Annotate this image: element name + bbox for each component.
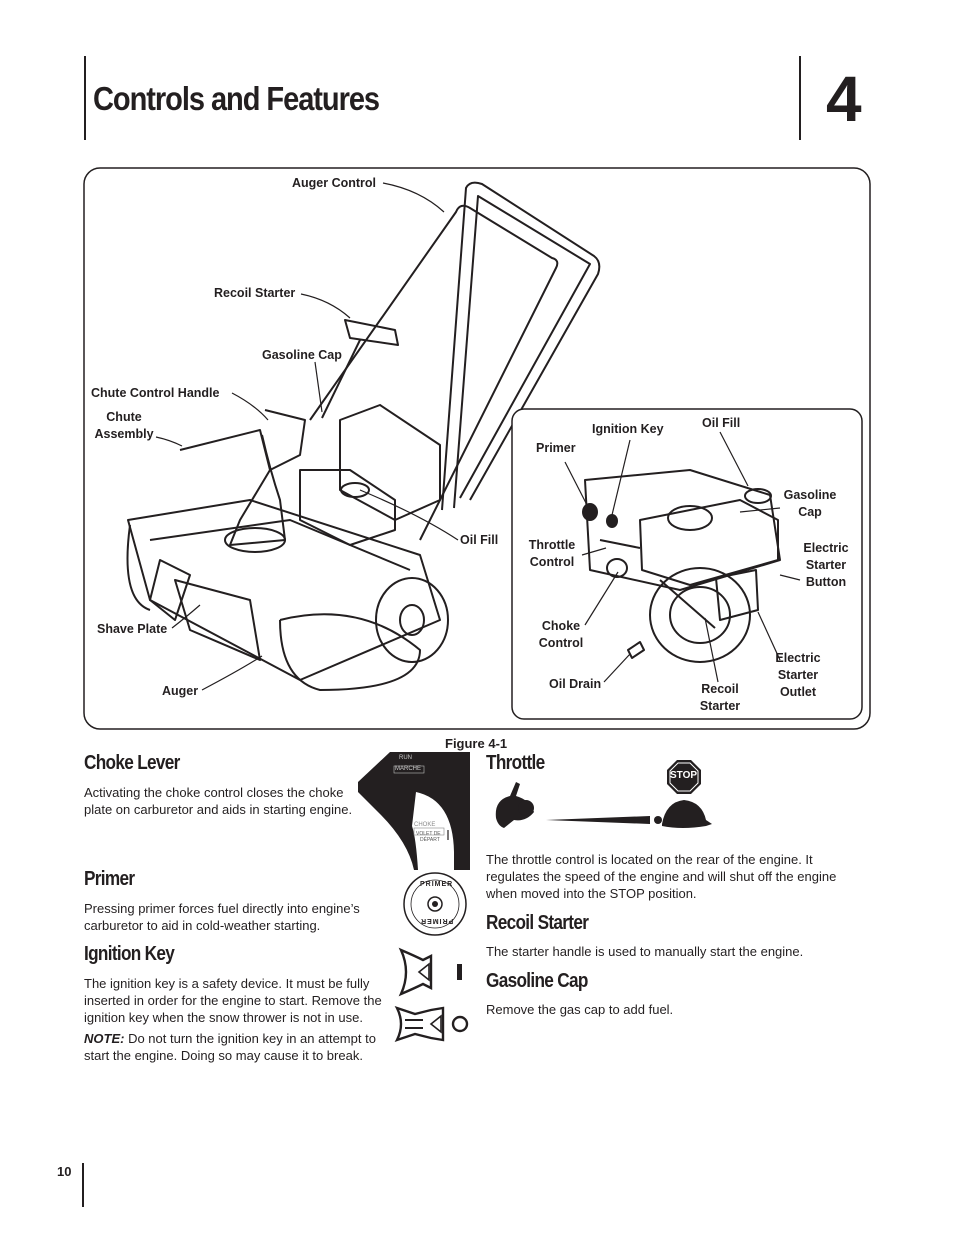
choke-lever-heading: Choke Lever [84,752,180,774]
page-number: 10 [57,1164,72,1179]
footer-rule [82,1163,84,1207]
choke-lever-body: Activating the choke control closes the … [84,785,353,817]
stop-sign-label: STOP [670,770,698,781]
inset-label-electric-starter-outlet-line1: Electric [775,651,821,665]
label-gasoline-cap: Gasoline Cap [262,348,342,362]
inset-label-electric-starter-button-line3: Button [805,575,847,589]
throttle-body: The throttle control is located on the r… [486,852,837,901]
stop-sign-icon [667,760,701,794]
primer-body: Pressing primer forces fuel directly int… [84,901,360,933]
inset-label-oil-fill: Oil Fill [702,416,741,430]
figure-caption: Figure 4-1 [445,736,508,751]
inset-label-electric-starter-button-line1: Electric [803,541,849,555]
choke-decal-depart: DÉPART [420,837,440,843]
primer-bulb-icon [403,872,467,936]
inset-label-recoil-starter-line2: Starter [699,699,741,713]
recoil-starter-body: The starter handle is used to manually s… [486,944,804,959]
choke-decal-marche: MARCHE [395,766,422,772]
choke-decal: RUN MARCHE CHOKE VOLET DE DÉPART [358,752,470,870]
ignition-key-heading: Ignition Key [84,943,175,965]
inset-label-electric-starter-button-line2: Starter [805,558,847,572]
inset-label-throttle-control-line1: Throttle [528,538,576,552]
label-shave-plate: Shave Plate [97,622,168,636]
choke-decal-icon [358,752,470,870]
section-recoil-starter: Recoil Starter The starter handle is use… [486,912,854,960]
section-primer: Primer Pressing primer forces fuel direc… [84,868,384,934]
page-title: Controls and Features [93,80,380,117]
inset-label-recoil-starter-line1: Recoil [701,682,739,696]
primer-decal-top: PRIMER [420,881,454,888]
ignition-key-icon [394,947,469,1043]
turtle-icon [654,800,712,828]
gasoline-cap-heading: Gasoline Cap [486,970,588,992]
primer-heading: Primer [84,868,135,890]
figure-illustration [83,167,871,730]
inset-label-choke-control-line1: Choke [541,619,581,633]
section-choke-lever: Choke Lever Activating the choke control… [84,752,356,818]
section-throttle: Throttle [486,752,856,775]
label-recoil-starter: Recoil Starter [214,286,296,300]
label-auger: Auger [162,684,199,698]
label-chute-assembly: Chute Assembly [92,409,156,443]
throttle-heading: Throttle [486,752,545,774]
inset-label-throttle-control: Throttle Control [522,537,582,571]
inset-label-electric-starter-outlet: Electric Starter Outlet [768,650,828,701]
label-chute-assembly-line1: Chute [106,410,142,424]
label-auger-control: Auger Control [292,176,377,190]
inset-label-electric-starter-button: Electric Starter Button [796,540,856,591]
inset-label-primer: Primer [536,441,576,455]
note-body: Do not turn the ignition key in an attem… [84,1031,376,1063]
inset-label-gasoline-cap-line1: Gasoline [783,488,837,502]
section-gasoline-cap: Gasoline Cap Remove the gas cap to add f… [486,970,854,1018]
rabbit-icon [495,782,534,828]
inset-label-throttle-control-line2: Control [529,555,575,569]
ignition-key-body: The ignition key is a safety device. It … [84,976,382,1025]
throttle-wedge [546,816,650,824]
inset-label-electric-starter-outlet-line3: Outlet [779,685,817,699]
inset-label-gasoline-cap-line2: Cap [798,505,822,519]
section-ignition-key: Ignition Key The ignition key is a safet… [84,943,394,1064]
inset-label-choke-control: Choke Control [532,618,590,652]
primer-decal: PRIMER PRIMER [402,871,468,937]
header-rule-left [84,56,86,140]
ignition-key-note: NOTE: Do not turn the ignition key in an… [84,1030,394,1064]
header-rule-right [799,56,801,140]
note-label: NOTE: [84,1031,125,1046]
gasoline-cap-body: Remove the gas cap to add fuel. [486,1002,674,1017]
choke-decal-volet: VOLET DE [416,831,441,837]
inset-label-choke-control-line2: Control [538,636,584,650]
choke-decal-run: RUN [399,755,412,761]
throttle-symbols [495,760,712,828]
choke-decal-choke: CHOKE [414,822,436,828]
label-chute-assembly-line2: Assembly [94,427,154,441]
primer-decal-bottom: PRIMER [420,917,454,924]
inset-label-gasoline-cap: Gasoline Cap [780,487,840,521]
chapter-number: 4 [826,63,862,135]
inset-label-oil-drain: Oil Drain [549,677,602,691]
inset-label-electric-starter-outlet-line2: Starter [777,668,819,682]
recoil-starter-heading: Recoil Starter [486,912,589,934]
inset-label-recoil-starter: Recoil Starter [692,681,748,715]
label-chute-control-handle: Chute Control Handle [91,386,220,400]
label-oil-fill: Oil Fill [460,533,499,547]
inset-label-ignition-key: Ignition Key [592,422,664,436]
